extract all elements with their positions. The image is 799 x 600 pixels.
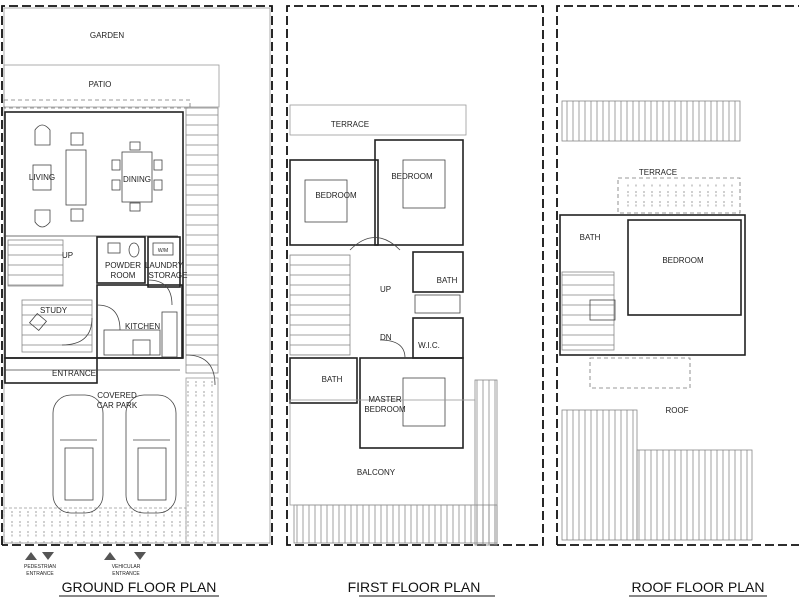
room-label-study: STUDY	[40, 306, 68, 315]
room-label-roof: ROOF	[665, 406, 688, 415]
room-label-car-park-line2: CAR PARK	[97, 401, 138, 410]
room-label-patio: PATIO	[89, 80, 112, 89]
ground-floor-plan-title: GROUND FLOOR PLAN	[62, 579, 217, 595]
vehicular-entrance-arrow-icon	[104, 552, 116, 560]
room-label-bath-1: BATH	[437, 276, 458, 285]
room-label-bath-2: BATH	[322, 375, 343, 384]
room-label-storage: STORAGE	[149, 271, 188, 280]
vehicular-entrance-arrow-icon	[134, 552, 146, 560]
roof-floor-plan: TERRACE BATH BEDROOM ROOF ROOF FLOOR PLA…	[556, 5, 799, 597]
room-label-entrance: ENTRANCE	[52, 369, 96, 378]
first-floor-plan-title: FIRST FLOOR PLAN	[348, 579, 481, 595]
room-label-up: UP	[62, 251, 73, 260]
roof-floor-plan-title: ROOF FLOOR PLAN	[631, 579, 764, 595]
washing-machine-label: W/M	[158, 248, 168, 254]
vehicular-entrance-label: VEHICULAR	[112, 564, 141, 570]
room-label-bedroom-1: BEDROOM	[315, 191, 357, 200]
pedestrian-entrance-arrow-icon	[42, 552, 54, 560]
room-label-kitchen: KITCHEN	[125, 322, 160, 331]
room-label-living: LIVING	[29, 173, 55, 182]
car-icon	[125, 394, 177, 514]
ground-floor-plan: GARDEN PATIO LIVING DINING UP POWDER ROO…	[1, 5, 273, 597]
room-label-master-bedroom-line2: BEDROOM	[364, 405, 406, 414]
car-icon	[52, 394, 104, 514]
room-label-powder-room: POWDER	[105, 261, 141, 270]
stair-up-label: UP	[380, 285, 391, 294]
pedestrian-entrance-arrow-icon	[25, 552, 37, 560]
first-floor-plan: TERRACE BEDROOM BEDROOM BATH UP DN W.I.C…	[286, 5, 544, 597]
room-label-bath: BATH	[580, 233, 601, 242]
room-label-bedroom-2: BEDROOM	[391, 172, 433, 181]
room-label-terrace: TERRACE	[639, 168, 677, 177]
room-label-laundry: LAUNDRY	[145, 261, 184, 270]
pedestrian-entrance-label: PEDESTRIAN	[24, 564, 56, 570]
room-label-garden: GARDEN	[90, 31, 124, 40]
room-label-master-bedroom: MASTER	[368, 395, 402, 404]
room-label-balcony: BALCONY	[357, 468, 396, 477]
pedestrian-entrance-label-line2: ENTRANCE	[26, 571, 54, 577]
room-label-covered-car-park: COVERED	[97, 391, 137, 400]
room-label-wic: W.I.C.	[418, 341, 440, 350]
room-label-bedroom: BEDROOM	[662, 256, 704, 265]
vehicular-entrance-label-line2: ENTRANCE	[112, 571, 140, 577]
room-label-terrace: TERRACE	[331, 120, 369, 129]
stair-down-label: DN	[380, 333, 392, 342]
room-label-powder-room-line2: ROOM	[111, 271, 136, 280]
room-label-dining: DINING	[123, 175, 151, 184]
